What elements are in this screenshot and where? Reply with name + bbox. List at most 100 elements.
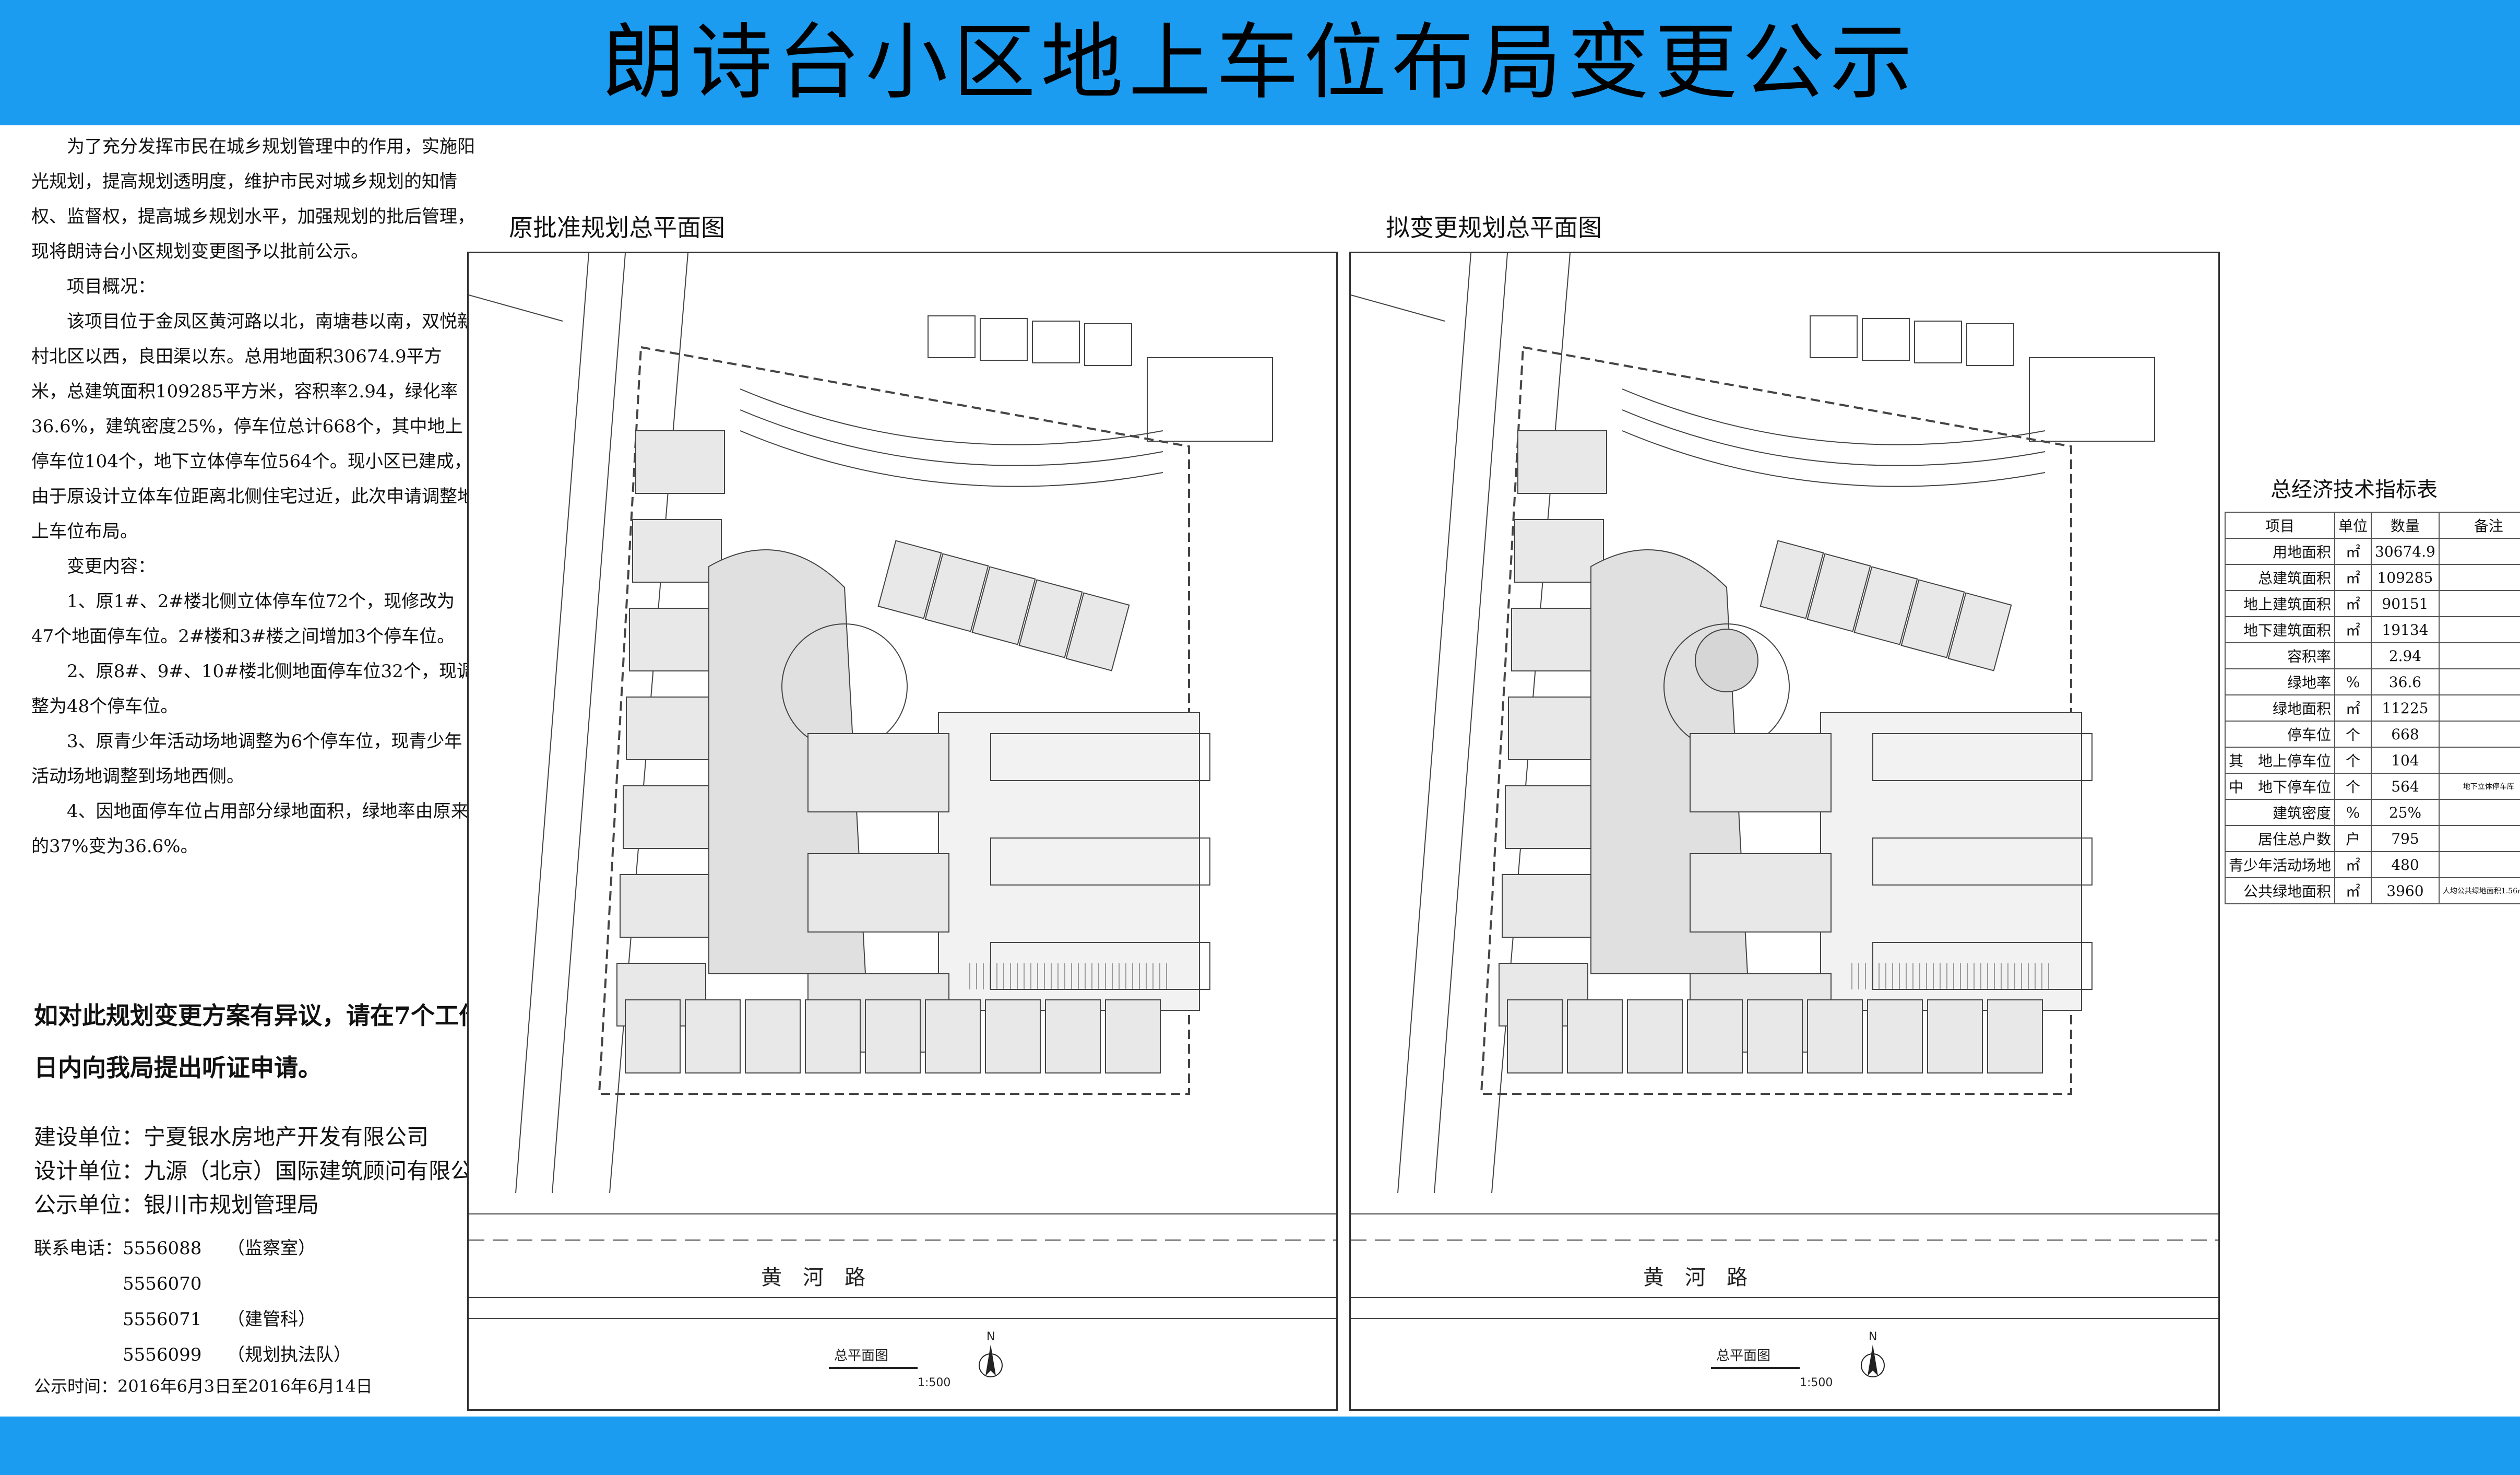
road-line <box>1434 253 1508 1194</box>
residential-building <box>626 697 716 760</box>
activity-plaza <box>1695 629 1758 692</box>
header-value: 数量 <box>2371 512 2440 539</box>
row-unit: 个 <box>2334 721 2372 748</box>
header-note: 备注 <box>2438 512 2520 539</box>
residential-building <box>924 553 989 632</box>
table-row: 建筑密度%25% <box>2224 799 2520 826</box>
row-unit: ㎡ <box>2334 538 2372 565</box>
row-item: 绿地面积 <box>2224 694 2336 722</box>
plan-lines <box>469 253 1336 1319</box>
road-line <box>1351 294 1445 322</box>
plan-lines <box>1351 253 2218 1319</box>
contact-row: 5556070 <box>34 1266 351 1302</box>
road-line <box>1397 253 1471 1194</box>
scale-title: 总平面图 <box>1716 1348 1770 1364</box>
title-bar <box>0 0 2520 125</box>
residential-building <box>1747 999 1803 1073</box>
row-value: 795 <box>2371 825 2440 852</box>
neighbor-building <box>1084 323 1132 366</box>
notice-paragraph: 2、原8#、9#、10#楼北侧地面停车位32个，现调整为48个停车位。 <box>31 661 474 717</box>
residential-building <box>1505 785 1595 849</box>
site-boundary <box>1480 346 2072 1095</box>
plan-label-original: 原批准规划总平面图 <box>509 214 725 242</box>
notice-paragraph: 3、原青少年活动场地调整为6个停车位，现青少年活动场地调整到场地西侧。 <box>31 731 462 787</box>
row-unit: ㎡ <box>2334 877 2372 904</box>
neighbor-building <box>1810 315 1858 358</box>
designer-line: 设计单位：九源（北京）国际建筑顾问有限公司 <box>34 1158 495 1184</box>
row-item: 总建筑面积 <box>2224 564 2336 591</box>
row-note <box>2438 564 2520 591</box>
row-unit: % <box>2334 668 2372 695</box>
neighbor-building <box>1914 321 1962 363</box>
row-group: 中 <box>2229 778 2244 796</box>
row-item-text: 地上停车位 <box>2258 752 2332 770</box>
residential-building <box>635 430 725 494</box>
residential-building <box>1045 999 1101 1073</box>
row-item: 地下建筑面积 <box>2224 616 2336 643</box>
scale-label: 1:500 <box>918 1376 950 1389</box>
residential-building <box>805 999 861 1073</box>
row-value: 19134 <box>2371 616 2440 643</box>
row-value: 25% <box>2371 799 2440 826</box>
row-note <box>2438 616 2520 643</box>
residential-building <box>625 999 681 1073</box>
residential-building <box>990 733 1210 781</box>
green-area <box>938 712 1200 1011</box>
road-name: 黄 河 路 <box>761 1266 865 1290</box>
row-note <box>2438 799 2520 826</box>
neighbor-building <box>1147 357 1273 442</box>
residential-building <box>1987 999 2043 1073</box>
row-unit <box>2334 642 2372 669</box>
residential-building <box>1567 999 1623 1073</box>
row-item: 公共绿地面积 <box>2224 877 2336 904</box>
notice-paragraph: 1、原1#、2#楼北侧立体停车位72个，现修改为47个地面停车位。2#楼和3#楼… <box>31 591 455 647</box>
residential-building <box>620 874 709 938</box>
green-area <box>1820 712 2082 1011</box>
contact-phone: 5556099 <box>123 1344 202 1365</box>
contact-phone: 5556070 <box>123 1273 202 1294</box>
residential-building <box>1807 999 1863 1073</box>
row-item-text: 地下停车位 <box>2258 778 2332 796</box>
neighbor-building <box>1862 318 1910 361</box>
residential-building <box>745 999 801 1073</box>
road-curve <box>740 388 1163 445</box>
residential-building <box>1514 519 1604 583</box>
row-value: 109285 <box>2371 564 2440 591</box>
row-value: 2.94 <box>2371 642 2440 669</box>
row-note <box>2438 825 2520 852</box>
north-arrow-icon: N <box>979 1330 1003 1377</box>
row-value: 3960 <box>2371 877 2440 904</box>
publish-time: 公示时间：2016年6月3日至2016年6月14日 <box>34 1376 373 1396</box>
row-value: 564 <box>2371 773 2440 800</box>
residential-building <box>1872 733 2093 781</box>
row-item: 青少年活动场地 <box>2224 851 2336 878</box>
residential-building <box>807 853 949 933</box>
contact-dept: （监察室） <box>227 1238 316 1259</box>
row-value: 668 <box>2371 721 2440 748</box>
header-unit: 单位 <box>2334 512 2372 539</box>
neighbor-building <box>980 318 1028 361</box>
residential-building <box>623 785 712 849</box>
road-curve <box>1622 430 2046 487</box>
road-name: 黄 河 路 <box>1643 1266 1748 1290</box>
row-value: 480 <box>2371 851 2440 878</box>
row-item: 停车位 <box>2224 721 2336 748</box>
road-curve <box>740 409 1163 466</box>
residential-building <box>807 733 949 812</box>
residential-building <box>1627 999 1683 1073</box>
row-unit: 个 <box>2334 747 2372 774</box>
publisher-line: 公示单位：银川市规划管理局 <box>34 1192 319 1218</box>
residential-building <box>1872 942 2093 990</box>
residential-building <box>877 540 942 619</box>
north-label: N <box>986 1330 995 1343</box>
neighbor-building <box>2029 357 2155 442</box>
